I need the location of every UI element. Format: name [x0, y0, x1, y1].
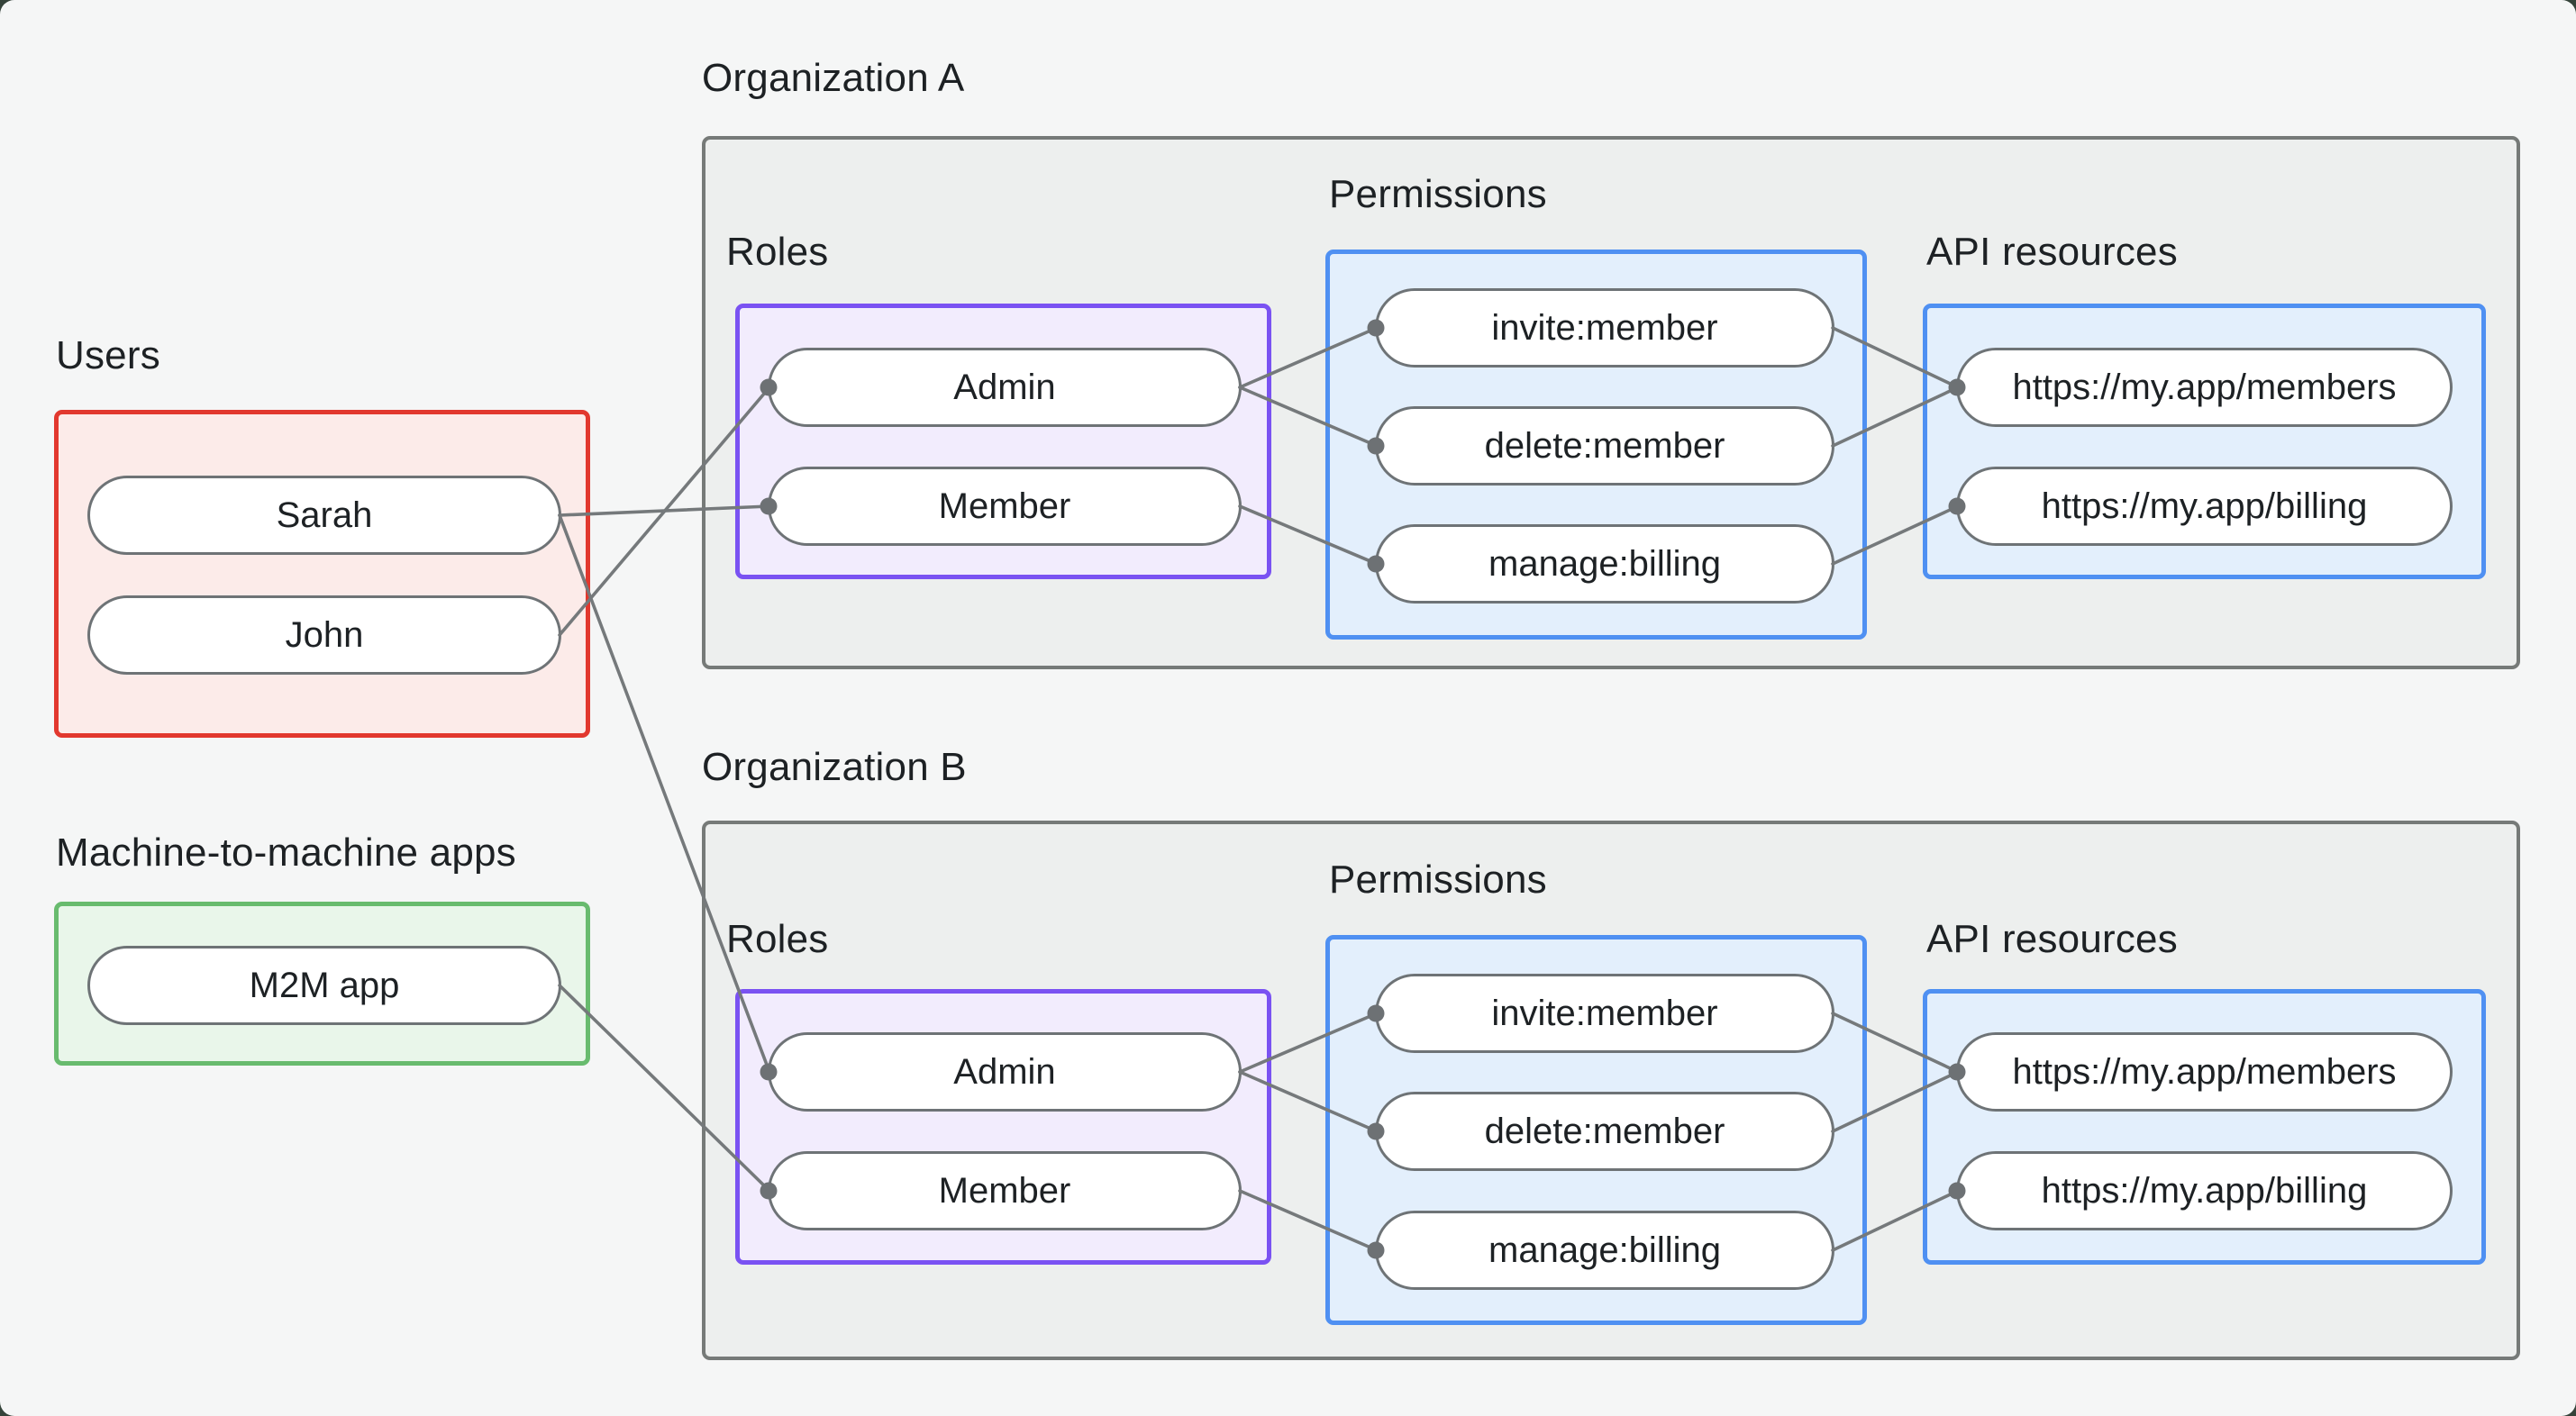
node-label: delete:member: [1484, 425, 1725, 466]
node-label: invite:member: [1491, 307, 1718, 348]
node-label: invite:member: [1491, 993, 1718, 1033]
node-label: delete:member: [1484, 1111, 1725, 1151]
node-label: Admin: [953, 367, 1056, 407]
org-b-permission-manage-billing: manage:billing: [1375, 1211, 1834, 1290]
org-b-permissions-label: Permissions: [1329, 858, 1547, 902]
org-b-role-member: Member: [768, 1151, 1242, 1230]
user-node-john: John: [87, 595, 561, 675]
node-label: https://my.app/members: [2012, 1051, 2397, 1092]
node-label: Admin: [953, 1051, 1056, 1092]
users-group-box: [54, 410, 590, 738]
org-a-api-billing: https://my.app/billing: [1956, 467, 2453, 546]
org-a-label: Organization A: [702, 56, 965, 100]
m2m-group-label: Machine-to-machine apps: [56, 831, 516, 875]
org-b-api-members: https://my.app/members: [1956, 1032, 2453, 1112]
org-a-role-admin: Admin: [768, 348, 1242, 427]
org-a-role-member: Member: [768, 467, 1242, 546]
node-label: https://my.app/billing: [2041, 1170, 2368, 1211]
org-b-api-billing: https://my.app/billing: [1956, 1151, 2453, 1230]
org-a-permission-delete-member: delete:member: [1375, 406, 1834, 486]
org-a-api-resources-label: API resources: [1926, 230, 2178, 274]
node-label: Sarah: [276, 495, 373, 535]
org-a-permissions-label: Permissions: [1329, 172, 1547, 216]
org-a-permission-invite-member: invite:member: [1375, 288, 1834, 368]
org-b-permission-invite-member: invite:member: [1375, 974, 1834, 1053]
org-a-api-members: https://my.app/members: [1956, 348, 2453, 427]
m2m-app-node: M2M app: [87, 946, 561, 1025]
org-b-label: Organization B: [702, 745, 967, 789]
node-label: Member: [938, 486, 1071, 526]
node-label: John: [285, 614, 364, 655]
node-label: Member: [938, 1170, 1071, 1211]
org-b-permission-delete-member: delete:member: [1375, 1092, 1834, 1171]
users-group-label: Users: [56, 333, 160, 377]
node-label: manage:billing: [1488, 543, 1721, 584]
org-b-role-admin: Admin: [768, 1032, 1242, 1112]
user-node-sarah: Sarah: [87, 476, 561, 555]
node-label: M2M app: [249, 965, 400, 1005]
node-label: https://my.app/billing: [2041, 486, 2368, 526]
org-b-roles-label: Roles: [726, 917, 829, 961]
node-label: https://my.app/members: [2012, 367, 2397, 407]
node-label: manage:billing: [1488, 1230, 1721, 1270]
org-a-roles-label: Roles: [726, 230, 829, 274]
org-b-api-resources-label: API resources: [1926, 917, 2178, 961]
org-a-permission-manage-billing: manage:billing: [1375, 524, 1834, 604]
